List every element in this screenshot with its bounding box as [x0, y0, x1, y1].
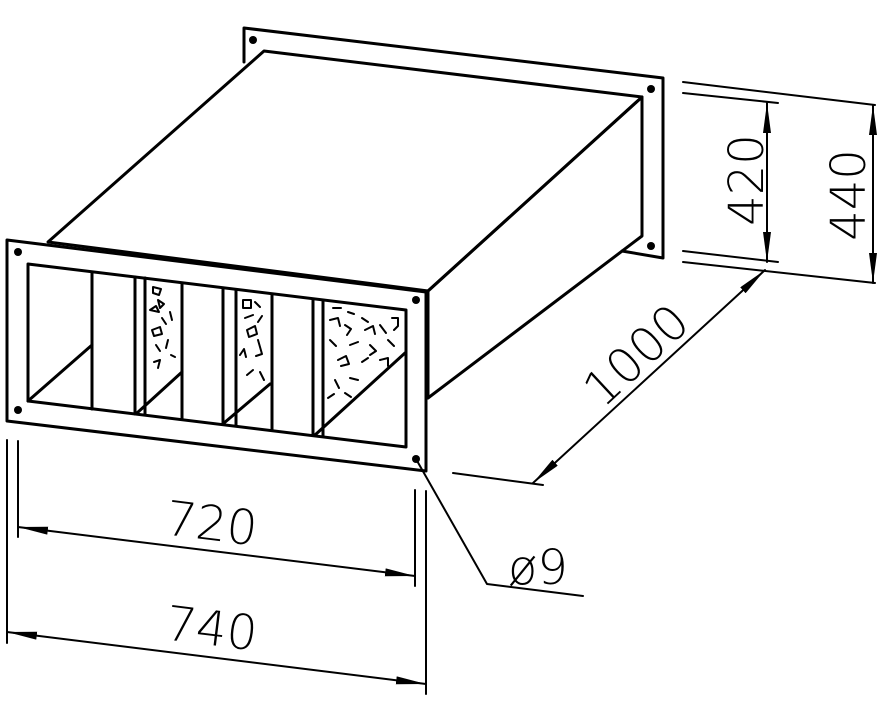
length-dimension: 1000 [452, 269, 766, 486]
back-flange [242, 26, 665, 260]
width-dimensions: 720 740 [6, 439, 427, 695]
bolt-hole [14, 406, 22, 414]
bolt-hole [647, 85, 655, 93]
height-dimensions: 420 440 [682, 81, 877, 284]
length-label: 1000 [573, 294, 701, 418]
extension-line [682, 81, 876, 106]
extension-line [452, 472, 544, 486]
bolt-hole [14, 248, 22, 256]
baffles [26, 270, 407, 438]
inner-width-dimension-line [17, 526, 416, 577]
inner-width-label: 720 [163, 491, 261, 558]
extension-line [682, 250, 779, 263]
length-dimension-line [532, 269, 766, 484]
leader-line [415, 458, 584, 597]
bolt-hole [412, 296, 420, 304]
front-flange [5, 238, 428, 473]
outer-height-label: 440 [821, 149, 877, 241]
hole-callout: ø9 [415, 458, 584, 597]
duct-body [46, 49, 644, 400]
extension-line [682, 261, 876, 284]
bolt-hole [647, 242, 655, 250]
extension-line [682, 92, 779, 104]
outer-width-dimension-line [6, 631, 427, 685]
bolt-hole [249, 36, 257, 44]
absorber-fill-pattern [149, 286, 399, 399]
outer-width-label: 740 [163, 596, 261, 663]
inner-height-label: 420 [719, 134, 775, 226]
hole-diameter-label: ø9 [508, 540, 568, 596]
